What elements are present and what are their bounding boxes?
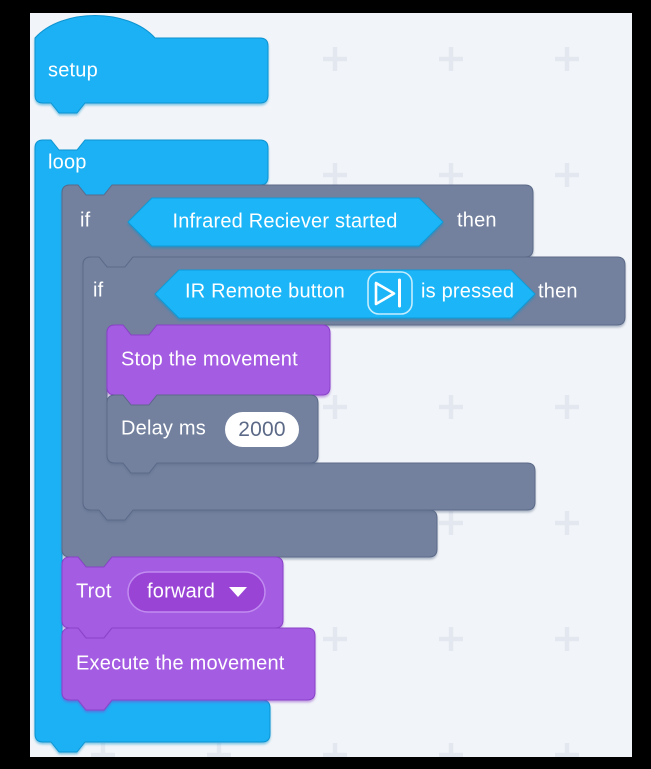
play-pause-icon [374,281,396,306]
execute-movement-block[interactable] [61,627,316,711]
frame-border-left [0,0,30,769]
condition-hexagon-outer[interactable] [127,197,444,247]
frame-border-top [0,0,651,13]
direction-dropdown[interactable] [127,571,266,613]
ir-button-field[interactable] [367,271,413,315]
frame-border-right [632,0,651,769]
stop-movement-block[interactable] [106,324,331,406]
caret-down-icon [229,587,247,597]
frame-border-bottom [0,757,651,769]
condition-hexagon-inner[interactable] [154,269,536,319]
setup-block[interactable] [34,15,269,114]
delay-value-input[interactable] [225,412,299,447]
